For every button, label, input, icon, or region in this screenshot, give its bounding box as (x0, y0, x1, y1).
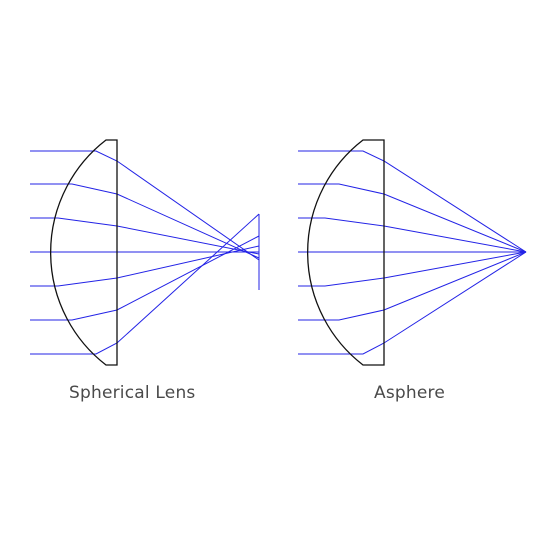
spherical-ray-2 (30, 183, 260, 259)
spherical-lens-shape (50, 139, 118, 366)
asphere-ray-5 (298, 251, 527, 287)
asphere-panel (298, 139, 527, 366)
spherical-ray-bundle (30, 150, 260, 355)
spherical-ray-3 (30, 217, 260, 255)
asphere-ray-2 (298, 183, 527, 253)
spherical-lens-caption: Spherical Lens (69, 383, 196, 403)
spherical-lens-panel (30, 139, 260, 366)
asphere-ray-1 (298, 150, 527, 253)
spherical-ray-6 (30, 235, 260, 321)
asphere-ray-7 (298, 251, 527, 355)
asphere-caption: Asphere (374, 383, 445, 403)
spherical-ray-1 (30, 150, 260, 261)
asphere-ray-3 (298, 217, 527, 253)
asphere-ray-bundle (298, 150, 527, 355)
asphere-lens-shape (307, 139, 385, 366)
spherical-ray-7 (30, 213, 260, 355)
spherical-ray-5 (30, 245, 260, 287)
asphere-ray-6 (298, 251, 527, 321)
